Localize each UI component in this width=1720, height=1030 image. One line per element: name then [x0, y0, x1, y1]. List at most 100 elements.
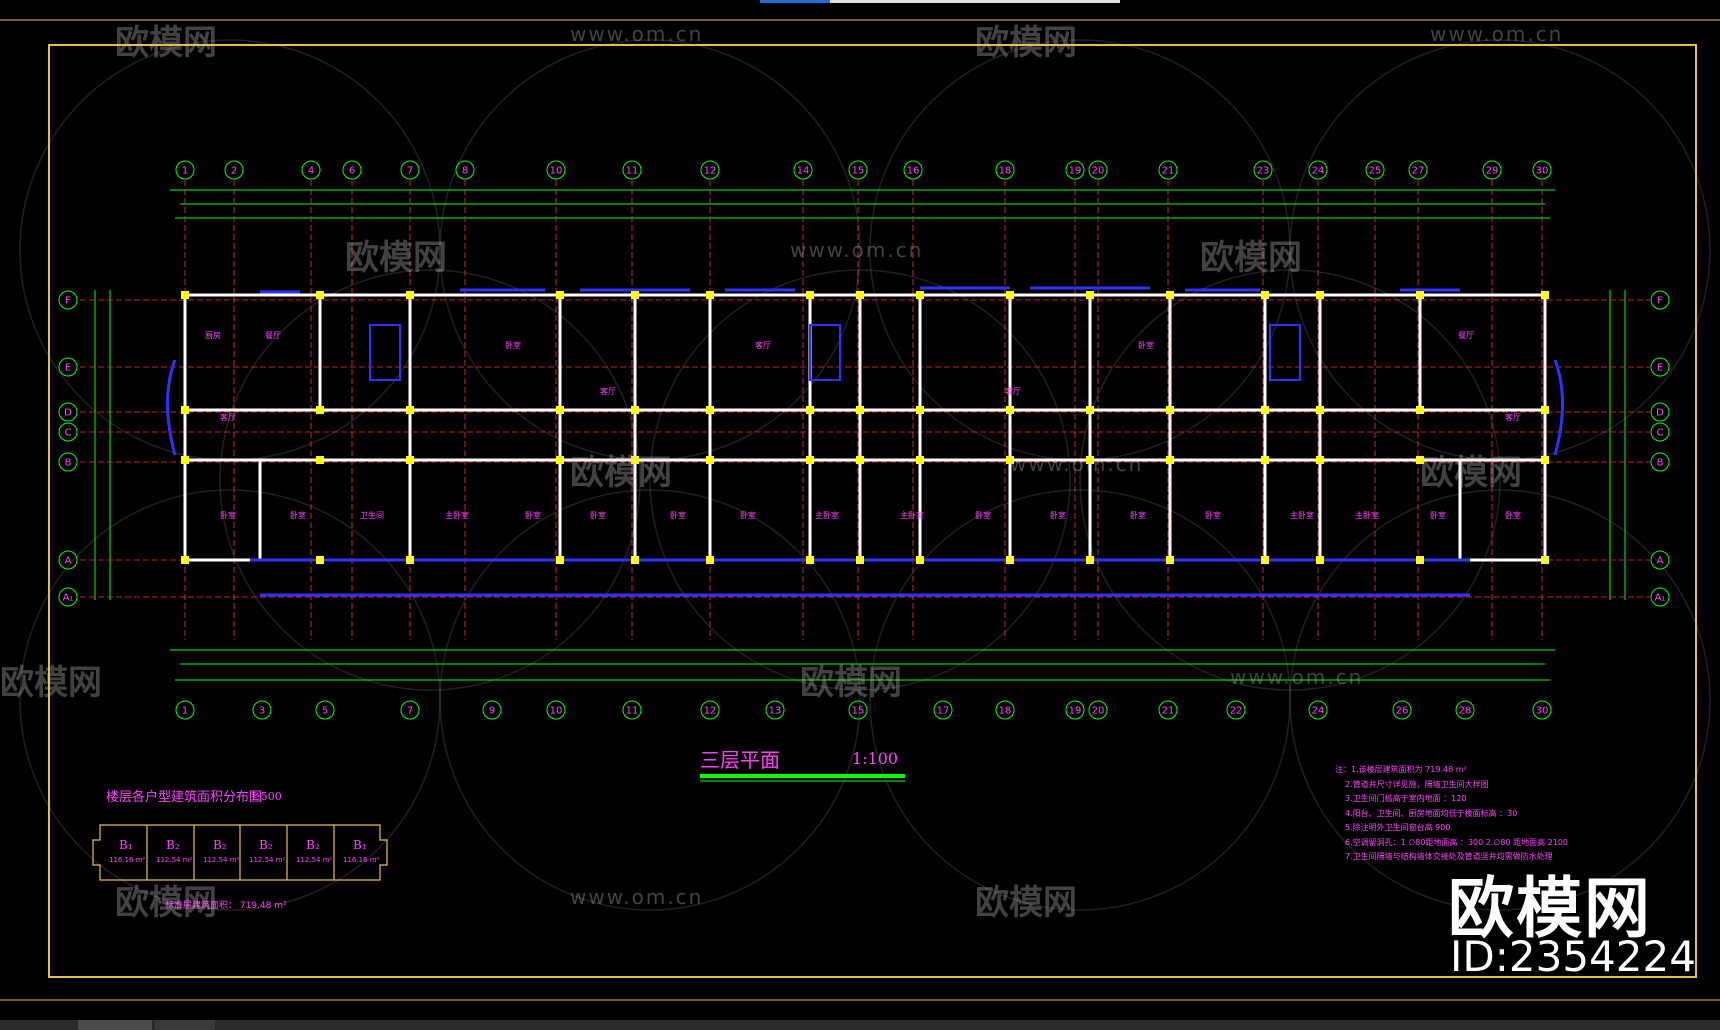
watermark-logo: 欧模网	[115, 23, 217, 63]
watermark-url: www.om.cn	[1010, 452, 1144, 476]
axis-bubble-top: 25	[1365, 160, 1385, 180]
watermark-logo: 欧模网	[1420, 453, 1522, 493]
axis-bubble-right: F	[1650, 290, 1670, 310]
watermark-logo: 欧模网	[0, 663, 102, 703]
column	[316, 291, 324, 299]
svg-text:15: 15	[852, 166, 865, 177]
column	[316, 556, 324, 564]
svg-text:30: 30	[1536, 706, 1549, 717]
svg-text:28: 28	[1459, 706, 1472, 717]
axis-bubble-top: 18	[995, 160, 1015, 180]
column	[1261, 556, 1269, 564]
top-progress-track	[830, 0, 1120, 3]
axis-bubble-top: 1	[175, 160, 195, 180]
column	[181, 291, 189, 299]
svg-text:B: B	[1657, 458, 1664, 469]
axis-bubble-bottom: 3	[252, 700, 272, 720]
watermark-url: www.om.cn	[1430, 22, 1564, 46]
axis-bubble-bottom: 28	[1455, 700, 1475, 720]
column	[706, 456, 714, 464]
axis-bubble-bottom: 1	[175, 700, 195, 720]
svg-text:4: 4	[308, 166, 314, 177]
axis-bubble-bottom: 22	[1226, 700, 1246, 720]
axis-bubble-bottom: 19	[1065, 700, 1085, 720]
column	[916, 406, 924, 414]
area-diagram	[92, 824, 388, 881]
svg-text:17: 17	[937, 706, 950, 717]
axis-bubble-bottom: 26	[1392, 700, 1412, 720]
room-label: 卧室	[740, 511, 756, 520]
svg-text:29: 29	[1486, 166, 1499, 177]
svg-text:8: 8	[462, 166, 468, 177]
svg-text:9: 9	[489, 706, 495, 717]
area-unit-name: B₂	[306, 838, 320, 852]
axis-bubble-bottom: 12	[700, 700, 720, 720]
axis-bubble-right: E	[1650, 357, 1670, 377]
area-unit-value: 112.54 m²	[156, 856, 193, 864]
tab-model[interactable]	[78, 1020, 152, 1030]
watermark-logo: 欧模网	[345, 238, 447, 278]
svg-text:18: 18	[999, 706, 1012, 717]
room-label: 卧室	[1050, 511, 1066, 520]
axis-bubble-bottom: 5	[315, 700, 335, 720]
svg-text:24: 24	[1312, 706, 1325, 717]
note-line: 6.空调留洞孔：1 ∅80距地面高 ：300 2.∅80 距地面高 2100	[1345, 837, 1568, 847]
watermark-url: www.om.cn	[1230, 665, 1364, 689]
plan-walls	[183, 293, 1547, 562]
area-unit-name: B₁	[119, 838, 133, 852]
svg-text:3: 3	[259, 706, 265, 717]
room-label: 卧室	[505, 341, 521, 350]
column	[1541, 556, 1549, 564]
column	[556, 406, 564, 414]
axis-bubble-left: B	[58, 452, 78, 472]
column	[806, 406, 814, 414]
layout-tab-bar	[0, 1020, 1720, 1030]
svg-text:F: F	[65, 296, 71, 307]
column	[316, 406, 324, 414]
axis-bubble-bottom: 9	[482, 700, 502, 720]
column	[856, 291, 864, 299]
svg-text:14: 14	[797, 166, 810, 177]
room-label: 卧室	[975, 511, 991, 520]
column	[1541, 456, 1549, 464]
svg-text:C: C	[1657, 428, 1664, 439]
column	[1006, 406, 1014, 414]
column	[806, 456, 814, 464]
room-label: 主卧室	[1290, 511, 1314, 520]
room-label: 厨房	[205, 331, 221, 340]
axis-bubble-left: F	[58, 290, 78, 310]
column	[916, 556, 924, 564]
svg-text:10: 10	[550, 166, 563, 177]
room-label: 卧室	[290, 511, 306, 520]
area-unit-value: 112.54 m²	[296, 856, 333, 864]
column	[916, 456, 924, 464]
area-unit-name: B₂	[259, 838, 273, 852]
svg-text:25: 25	[1369, 166, 1382, 177]
column	[1261, 291, 1269, 299]
column	[856, 406, 864, 414]
room-label: 客厅	[600, 387, 616, 396]
room-label: 餐厅	[265, 331, 281, 340]
svg-text:24: 24	[1312, 166, 1325, 177]
axis-bubble-bottom: 7	[400, 700, 420, 720]
room-label: 客厅	[755, 341, 771, 350]
column	[806, 556, 814, 564]
stairs	[369, 324, 1301, 381]
column	[406, 291, 414, 299]
axis-bubble-top: 30	[1532, 160, 1552, 180]
svg-text:22: 22	[1230, 706, 1243, 717]
axis-bubble-top: 2	[224, 160, 244, 180]
axis-bubble-left: D	[58, 402, 78, 422]
axis-bubble-left: A₁	[58, 587, 78, 607]
axis-bubble-right: A	[1650, 550, 1670, 570]
axis-bubble-right: C	[1650, 422, 1670, 442]
axis-bubble-left: E	[58, 357, 78, 377]
axis-bubble-bottom: 10	[546, 700, 566, 720]
svg-text:D: D	[64, 408, 72, 419]
watermark-logo: 欧模网	[115, 883, 217, 923]
note-line: 3.卫生间门槛高于室内地面 ：120	[1345, 794, 1467, 803]
svg-text:1: 1	[182, 166, 188, 177]
tab-layout[interactable]	[155, 1020, 215, 1030]
axis-bubble-right: D	[1650, 402, 1670, 422]
svg-text:A: A	[1657, 556, 1664, 567]
